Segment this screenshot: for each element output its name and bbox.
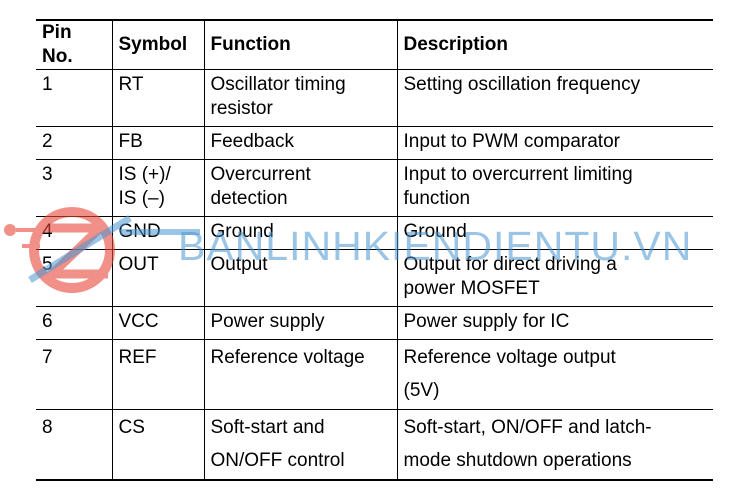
symbol-cell: REF [111, 339, 204, 410]
table-body: 1 RT Oscillator timing resistor Setting osci… [36, 69, 713, 481]
pin-cell-line: 1 [42, 74, 53, 95]
table-row: 1 RT Oscillator timing resistor Setting osci… [36, 69, 713, 127]
function-cell-line: Output [210, 254, 268, 275]
pin-cell: 6 [36, 307, 112, 340]
function-cell-line: Overcurrent [210, 164, 311, 185]
description-cell-line: function [403, 188, 471, 209]
description-cell-line: Output for direct driving a [403, 254, 617, 275]
function-cell: Reference voltage [203, 339, 397, 410]
description-cell-line: Setting oscillation frequency [403, 74, 641, 95]
table-row: 6 VCC Power supply Power supply for IC [36, 306, 713, 340]
pin-cell-line: 8 [42, 417, 53, 438]
function-cell: Oscillator timing resistor [203, 69, 397, 127]
description-cell: Output for direct driving a power MOSFET [396, 249, 713, 307]
table-row: 2 FB Feedback Input to PWM comparator [36, 126, 713, 160]
pin-cell: 3 [36, 160, 112, 217]
description-cell: Input to overcurrent limiting function [396, 159, 713, 217]
symbol-cell-line: IS (+)/ [118, 164, 171, 185]
function-cell-line: Power supply [210, 311, 325, 332]
function-cell-line: Ground [210, 221, 274, 242]
pin-cell-line: 5 [42, 254, 53, 275]
pin-cell: 7 [36, 340, 112, 410]
description-cell-line: Input to overcurrent limiting [403, 164, 633, 185]
pin-description-table: Pin No. Symbol Function Description 1 RT O… [36, 19, 713, 481]
pin-cell: 2 [36, 127, 112, 160]
symbol-cell-line: CS [118, 417, 145, 438]
symbol-cell-line: IS (–) [118, 188, 165, 209]
symbol-cell: GND [111, 216, 204, 250]
function-cell-line: Feedback [210, 131, 294, 152]
description-cell: Input to PWM comparator [396, 126, 713, 160]
description-cell-line: Power supply for IC [403, 311, 570, 332]
function-cell-line: Reference voltage [210, 347, 365, 368]
function-cell: Feedback [203, 126, 397, 160]
header-function: Function [203, 20, 397, 70]
pin-cell: 5 [36, 250, 112, 307]
table-row: 4 GND Ground Ground [36, 216, 713, 250]
watermark-dot [4, 224, 16, 236]
description-cell: Power supply for IC [396, 306, 713, 340]
description-cell-line: mode shutdown operations [403, 450, 632, 471]
pin-cell: 4 [36, 217, 112, 250]
symbol-cell: CS [111, 409, 204, 480]
function-cell: Power supply [203, 306, 397, 340]
function-cell: Overcurrent detection [203, 159, 397, 217]
description-cell: Setting oscillation frequency [396, 69, 713, 127]
description-cell-line: Soft-start, ON/OFF and latch- [403, 417, 652, 438]
pin-cell-line: 2 [42, 131, 53, 152]
pin-cell-line: 6 [42, 311, 53, 332]
function-cell-line: ON/OFF control [210, 450, 345, 471]
function-cell: Output [203, 249, 397, 307]
description-cell-line: Input to PWM comparator [403, 131, 620, 152]
description-cell-line: Reference voltage output [403, 347, 616, 368]
table-header-row: Pin No. Symbol Function Description [36, 20, 713, 70]
description-cell-line: (5V) [403, 380, 440, 401]
symbol-cell-line: GND [118, 221, 161, 242]
pin-cell-line: 4 [42, 221, 53, 242]
header-symbol: Symbol [111, 20, 204, 70]
symbol-cell: VCC [111, 306, 204, 340]
description-cell: Soft-start, ON/OFF and latch-mode shutdo… [396, 409, 713, 480]
header-description: Description [396, 20, 713, 70]
pin-cell: 1 [36, 70, 112, 127]
header-pin-no: Pin No. [42, 22, 73, 67]
table-row: 7 REF Reference voltage Reference voltage o… [36, 339, 713, 410]
symbol-cell-line: RT [118, 74, 144, 95]
function-cell-line: detection [210, 188, 288, 209]
description-cell-line: Ground [403, 221, 467, 242]
symbol-cell-line: FB [118, 131, 143, 152]
pin-cell-line: 7 [42, 347, 53, 368]
description-cell: Reference voltage output (5V) [396, 339, 713, 410]
symbol-cell: RT [111, 69, 204, 127]
symbol-cell: IS (+)/ IS (–) [111, 159, 204, 217]
pin-cell-line: 3 [42, 164, 53, 185]
symbol-cell-line: OUT [118, 254, 159, 275]
table-row: 5 OUT Output Output for direct driving a pow… [36, 249, 713, 307]
table-row: 3 IS (+)/ IS (–) Overcurrent detection Input … [36, 159, 713, 217]
function-cell-line: resistor [210, 98, 273, 119]
symbol-cell-line: VCC [118, 311, 159, 332]
symbol-cell: OUT [111, 249, 204, 307]
description-cell: Ground [396, 216, 713, 250]
function-cell: Ground [203, 216, 397, 250]
symbol-cell-line: REF [118, 347, 157, 368]
symbol-cell: FB [111, 126, 204, 160]
function-cell-line: Soft-start and [210, 417, 325, 438]
pin-cell: 8 [36, 410, 112, 481]
function-cell-line: Oscillator timing [210, 74, 346, 95]
description-cell-line: power MOSFET [403, 278, 540, 299]
